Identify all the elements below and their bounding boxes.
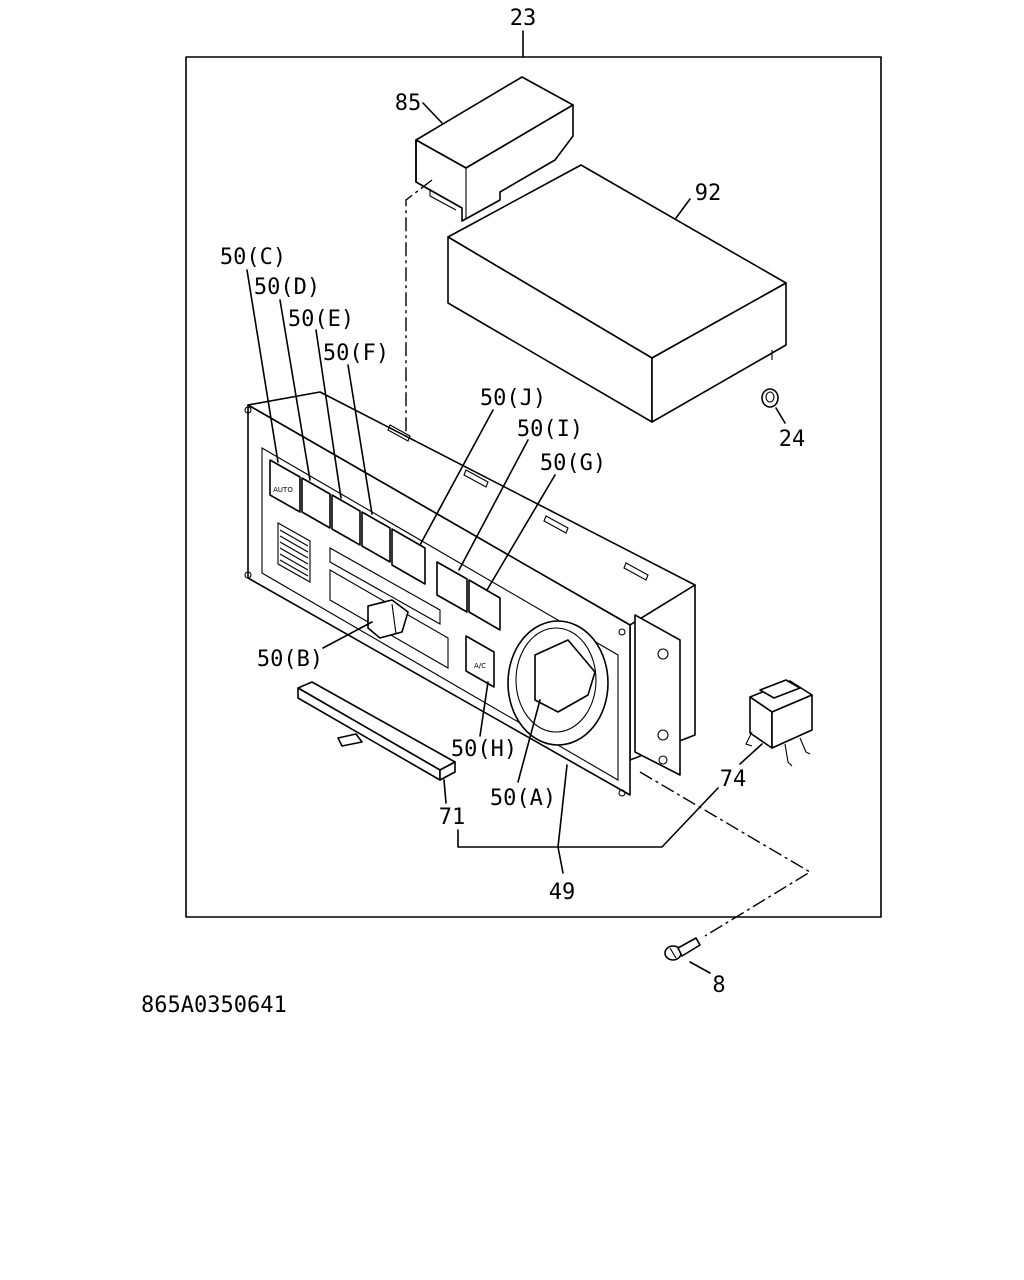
relay-part (745, 679, 813, 767)
button-d[interactable] (301, 477, 331, 529)
button-j[interactable] (391, 528, 426, 585)
knob-a[interactable] (507, 620, 609, 746)
alignment-line-cover (405, 179, 433, 500)
callout-50e: 50(E) (288, 307, 354, 332)
callout-50d: 50(D) (254, 275, 320, 300)
callout-50j: 50(J) (480, 386, 546, 411)
callout-50f: 50(F) (323, 341, 389, 366)
leader-8 (689, 961, 711, 974)
callout-71: 71 (439, 805, 466, 830)
leader-24 (775, 407, 786, 424)
leader-92 (675, 198, 691, 219)
leader-49a (557, 764, 568, 848)
screw-part (664, 937, 701, 961)
vent-grille (277, 522, 311, 583)
cover-part (415, 76, 574, 222)
leader-50b (322, 621, 373, 649)
callout-50i: 50(I) (517, 417, 583, 442)
slider-lever-part (297, 681, 456, 781)
knob-b[interactable] (367, 599, 409, 639)
callout-50c: 50(C) (220, 245, 286, 270)
callout-8: 8 (712, 973, 725, 998)
clip-part (761, 388, 779, 408)
alignment-line-screw (639, 771, 812, 937)
callout-24: 24 (779, 427, 806, 452)
leader-50e (315, 329, 342, 499)
button-ac[interactable]: A/C (465, 635, 495, 688)
leader-50a (517, 699, 541, 783)
callout-50g: 50(G) (540, 451, 606, 476)
bracket-49 (457, 787, 719, 848)
button-auto[interactable]: AUTO (269, 459, 301, 513)
slider-slot (329, 569, 449, 669)
leader-50f (347, 364, 373, 515)
control-unit-part (447, 164, 787, 423)
leader-74 (739, 743, 763, 765)
leader-50h (479, 681, 489, 737)
leader-50d (279, 299, 311, 481)
temperature-scale (329, 547, 441, 625)
svg-text:A/C: A/C (474, 662, 486, 670)
drawing-number: 865A0350641 (141, 993, 287, 1018)
leader-50g (486, 474, 556, 591)
leader-49b (557, 846, 564, 874)
callout-50h: 50(H) (451, 737, 517, 762)
callout-23: 23 (510, 6, 537, 31)
callout-49: 49 (549, 880, 576, 905)
leader-50i (458, 439, 529, 571)
leader-50c (246, 269, 279, 463)
button-e[interactable] (331, 494, 361, 546)
callout-92: 92 (695, 181, 722, 206)
button-i[interactable] (436, 561, 468, 613)
callout-85: 85 (395, 91, 422, 116)
leader-50j (419, 409, 494, 546)
assembly-frame (185, 56, 882, 918)
button-f[interactable] (361, 511, 391, 563)
callout-50b: 50(B) (257, 647, 323, 672)
control-panel: AUTO A/C (244, 391, 696, 797)
leader-85 (422, 102, 443, 124)
leader-71 (443, 779, 447, 804)
button-g[interactable] (468, 579, 501, 631)
callout-50a: 50(A) (490, 786, 556, 811)
svg-text:AUTO: AUTO (273, 486, 293, 494)
callout-74: 74 (720, 767, 747, 792)
